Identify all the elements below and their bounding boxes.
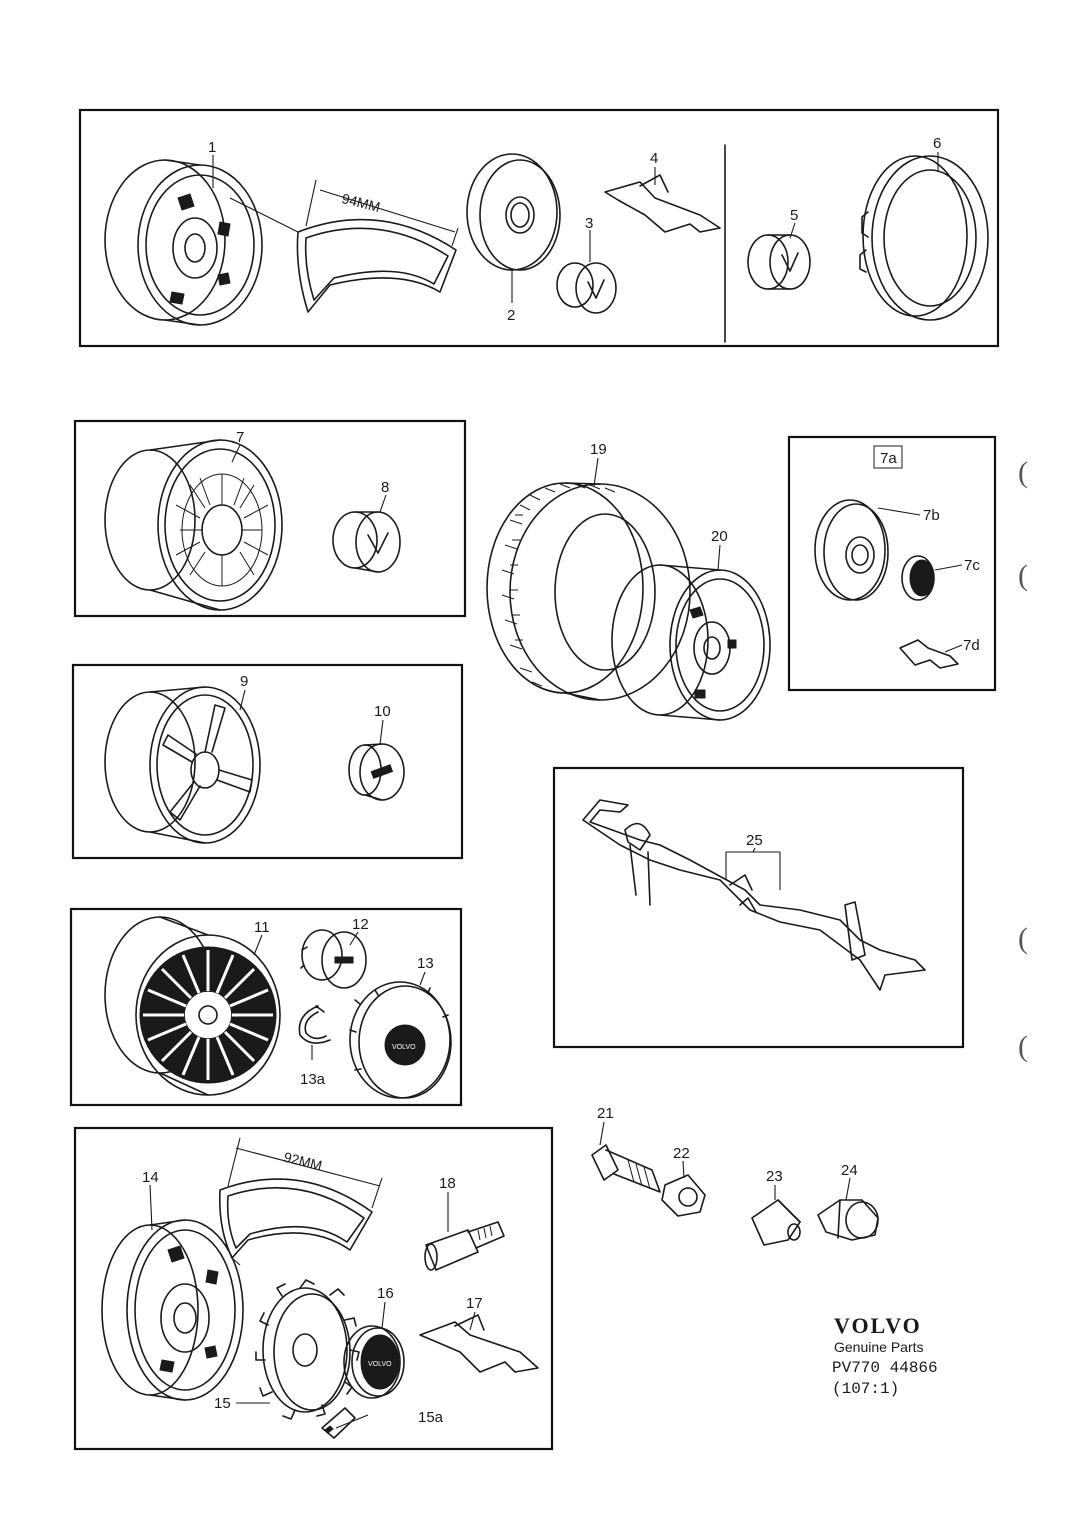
callout-13: 13 xyxy=(417,955,434,972)
footer-subtitle: Genuine Parts xyxy=(834,1339,924,1355)
page-reference: (107:1) xyxy=(832,1380,899,1398)
callout-7: 7 xyxy=(236,429,244,446)
callout-17: 17 xyxy=(466,1295,483,1312)
callout-18: 18 xyxy=(439,1175,456,1192)
clip-17 xyxy=(419,1314,539,1373)
center-cap-12 xyxy=(300,929,367,989)
callout-10: 10 xyxy=(374,703,391,720)
margin-mark: ( xyxy=(1018,456,1028,489)
dimension-94mm: 94MM xyxy=(340,190,382,215)
callout-9: 9 xyxy=(240,673,248,690)
callout-labels: 1 2 3 4 5 6 7 7a 7b 7c 7d 8 9 10 11 12 1… xyxy=(142,135,980,1426)
callout-23: 23 xyxy=(766,1168,783,1185)
alloy-wheel-11 xyxy=(104,916,281,1096)
callout-13a: 13a xyxy=(300,1071,326,1088)
callout-8: 8 xyxy=(381,479,389,496)
callout-15: 15 xyxy=(214,1395,231,1412)
trim-ring-6 xyxy=(859,155,989,321)
footer-block: VOLVO Genuine Parts PV770 44866 (107:1) xyxy=(832,1313,938,1398)
alloy-wheel-7 xyxy=(104,439,283,611)
steel-wheel-1 xyxy=(104,159,263,326)
clip-7d xyxy=(899,639,959,669)
callout-7b: 7b xyxy=(923,507,940,524)
steel-wheel-20 xyxy=(611,564,771,721)
callout-19: 19 xyxy=(590,441,607,458)
margin-marks: ( ( ( ( xyxy=(1018,456,1028,1063)
svg-text:VOLVO: VOLVO xyxy=(392,1044,416,1051)
part-number: PV770 44866 xyxy=(832,1359,938,1377)
panel-4 xyxy=(69,907,463,1107)
svg-text:VOLVO: VOLVO xyxy=(368,1361,392,1368)
panel-2 xyxy=(73,419,467,618)
center-cap-5 xyxy=(747,234,811,290)
retaining-clip-4 xyxy=(604,174,721,233)
callout-24: 24 xyxy=(841,1162,858,1179)
center-cap-7c xyxy=(901,555,935,601)
panel-7a xyxy=(787,435,997,692)
callout-14: 14 xyxy=(142,1169,159,1186)
panel-25 xyxy=(552,766,965,1049)
callout-7c: 7c xyxy=(964,557,980,574)
panel-1 xyxy=(78,108,1000,348)
tyre-19 xyxy=(486,482,691,701)
center-cap-10 xyxy=(348,743,405,801)
center-cap-16: VOLVO xyxy=(343,1325,405,1399)
panel-3 xyxy=(71,663,464,860)
nut-22 xyxy=(661,1174,706,1217)
callout-3: 3 xyxy=(585,215,593,232)
callout-12: 12 xyxy=(352,916,369,933)
clip-ring-13a xyxy=(298,1005,331,1044)
callout-5: 5 xyxy=(790,207,798,224)
hub-plate-2 xyxy=(466,153,561,271)
clip-15a xyxy=(321,1407,356,1439)
jack-25 xyxy=(582,799,926,991)
trim-strip-94mm xyxy=(229,179,459,313)
callout-6: 6 xyxy=(933,135,941,152)
callout-7a: 7a xyxy=(880,450,897,467)
center-cap-8 xyxy=(332,511,401,573)
callout-16: 16 xyxy=(377,1285,394,1302)
dimension-92mm: 92MM xyxy=(282,1149,324,1174)
margin-mark: ( xyxy=(1018,922,1028,955)
margin-mark: ( xyxy=(1018,1030,1028,1063)
nut-23 xyxy=(751,1199,801,1246)
callout-11: 11 xyxy=(254,919,270,936)
callout-15a: 15a xyxy=(418,1409,444,1426)
trim-strip-92mm xyxy=(218,1137,383,1266)
callout-7d: 7d xyxy=(963,637,980,654)
leader-lines xyxy=(149,152,963,1429)
callout-4: 4 xyxy=(650,150,658,167)
margin-mark: ( xyxy=(1018,559,1028,592)
toothed-ring-15 xyxy=(255,1279,360,1420)
callout-1: 1 xyxy=(208,139,216,156)
callout-21: 21 xyxy=(597,1105,614,1122)
wheel-cover-13: VOLVO xyxy=(349,981,452,1099)
panel-7a-label-box xyxy=(873,445,903,469)
brand-logo: VOLVO xyxy=(834,1313,922,1338)
cap-nut-24 xyxy=(817,1199,879,1241)
callout-22: 22 xyxy=(673,1145,690,1162)
callout-2: 2 xyxy=(507,307,515,324)
steel-wheel-14 xyxy=(101,1219,244,1401)
hub-plate-7b xyxy=(814,499,889,601)
alloy-wheel-9 xyxy=(104,686,261,844)
valve-18 xyxy=(424,1221,505,1271)
hub-cap-3 xyxy=(556,262,617,314)
panel-5 xyxy=(73,1126,554,1451)
callout-20: 20 xyxy=(711,528,728,545)
wheel-bolt-21 xyxy=(591,1144,661,1193)
callout-25: 25 xyxy=(746,832,763,849)
